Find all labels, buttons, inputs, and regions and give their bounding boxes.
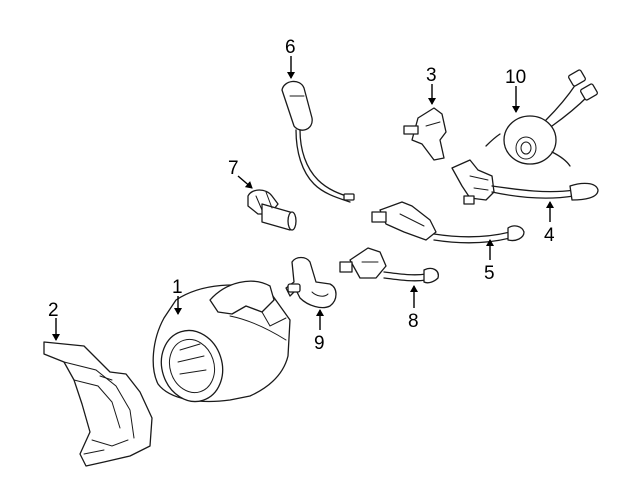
part-1-upper-shroud	[152, 280, 291, 403]
part-9-bracket	[285, 256, 337, 309]
leader-7	[237, 175, 253, 189]
callout-4: 4	[544, 225, 555, 246]
part-4-lever-switch	[451, 159, 599, 205]
part-8-switch	[339, 247, 439, 284]
callout-1: 1	[172, 277, 183, 298]
callout-10: 10	[505, 67, 526, 88]
part-7-socket	[247, 189, 297, 231]
callout-5: 5	[484, 263, 495, 284]
callout-leaders	[52, 56, 554, 341]
part-2-lower-shroud	[43, 341, 153, 467]
part-5-wiper-switch	[371, 201, 525, 244]
callout-2: 2	[48, 300, 59, 321]
callout-3: 3	[426, 65, 437, 86]
part-3-switch	[403, 107, 447, 161]
callout-7: 7	[228, 158, 239, 179]
callout-8: 8	[408, 311, 419, 332]
callout-9: 9	[314, 333, 325, 354]
callout-6: 6	[285, 37, 296, 58]
part-10-clock-spring	[485, 69, 598, 167]
callout-labels: 1 2 3 4 5 6 7 8 9 10	[48, 37, 555, 354]
part-6-lever	[281, 80, 355, 203]
